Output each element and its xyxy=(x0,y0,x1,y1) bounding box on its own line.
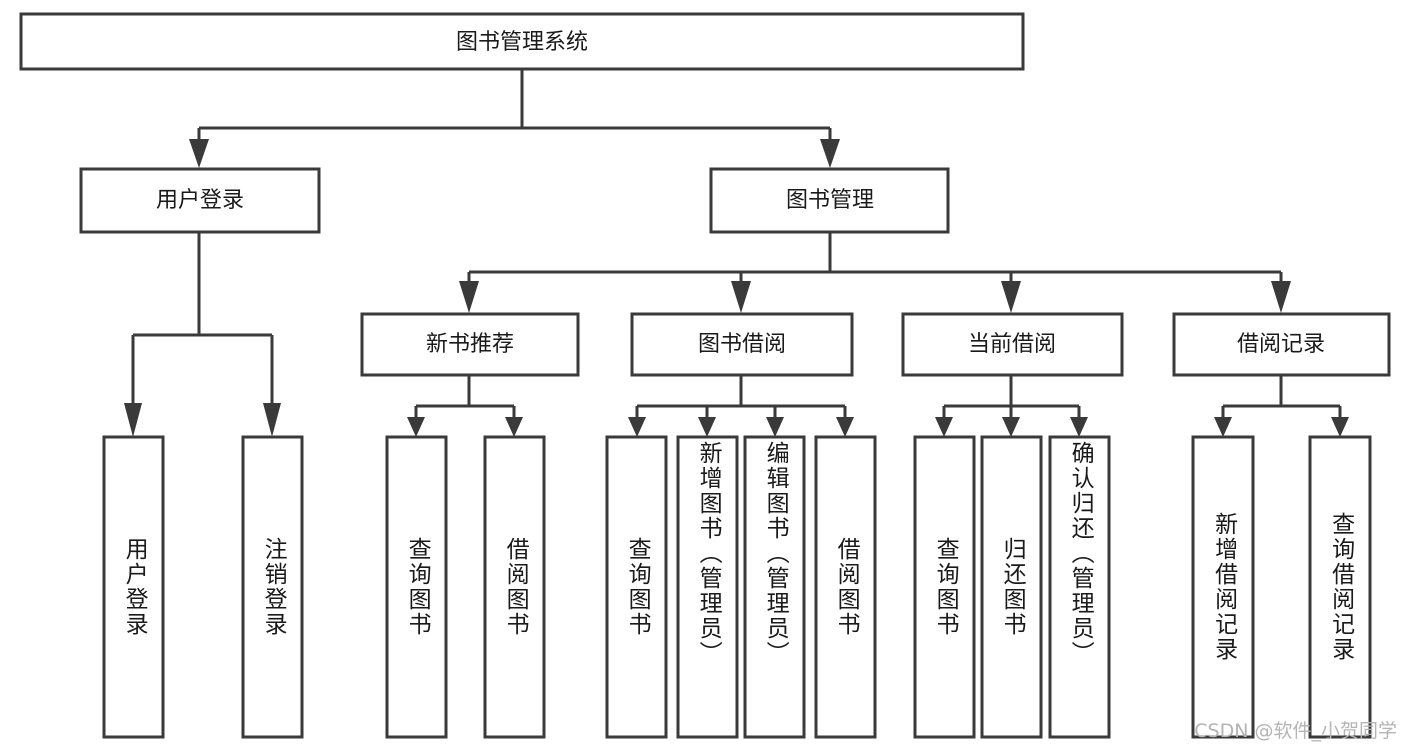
leaf-box-newbook-borrow[interactable] xyxy=(483,435,546,739)
leaf-box-newbook-query[interactable] xyxy=(385,435,448,739)
arrowhead-to-newbook xyxy=(459,281,479,313)
nodes-layer: 图书管理系统 用户登录 图书管理 新书推荐 图书借阅 xyxy=(19,12,1391,377)
arrowhead-to-book-mgmt xyxy=(820,139,840,168)
leaf-box-records-add[interactable] xyxy=(1191,435,1255,739)
arrowhead-userlogin-leaf2 xyxy=(263,403,281,437)
node-current-borrow-label: 当前借阅 xyxy=(968,332,1056,357)
connectors-layer xyxy=(131,69,1342,418)
node-book-borrow[interactable]: 图书借阅 xyxy=(630,312,854,377)
arrowhead-to-current xyxy=(1001,281,1021,313)
leaf-box-current-return[interactable] xyxy=(980,435,1043,739)
arrowhead-current-leaf2 xyxy=(1002,417,1020,437)
node-book-borrow-label: 图书借阅 xyxy=(698,332,786,357)
leaf-box-borrow-edit[interactable] xyxy=(743,435,806,739)
node-new-book-recommend-box[interactable] xyxy=(360,312,580,377)
node-current-borrow-box[interactable] xyxy=(901,312,1124,377)
leaf-box-borrow-lend[interactable] xyxy=(814,435,877,739)
leaf-box-user-login-login[interactable] xyxy=(102,435,165,739)
node-book-management-label: 图书管理 xyxy=(786,188,874,213)
node-user-login-box[interactable] xyxy=(79,167,321,234)
node-book-management-box[interactable] xyxy=(709,167,950,234)
arrowheads-layer xyxy=(124,139,1349,437)
leaf-box-current-confirm[interactable] xyxy=(1048,435,1111,739)
node-root-label: 图书管理系统 xyxy=(456,30,588,55)
arrowhead-borrow-leaf3 xyxy=(766,417,784,437)
arrowhead-borrow-leaf4 xyxy=(836,417,854,437)
node-user-login-label: 用户登录 xyxy=(156,188,244,213)
node-book-borrow-box[interactable] xyxy=(630,312,854,377)
leaves-layer xyxy=(102,435,1372,739)
node-root-box[interactable] xyxy=(19,12,1025,71)
arrowhead-current-leaf1 xyxy=(935,417,953,437)
node-new-book-recommend-label: 新书推荐 xyxy=(426,332,514,357)
csdn-watermark: CSDN @软件_小贺同学 xyxy=(1194,720,1397,742)
arrowhead-newbook-leaf1 xyxy=(407,417,425,437)
arrowhead-to-borrow xyxy=(731,281,751,313)
arrowhead-newbook-leaf2 xyxy=(505,417,523,437)
node-borrow-records[interactable]: 借阅记录 xyxy=(1172,312,1391,377)
arrowhead-to-user-login xyxy=(189,139,209,168)
node-borrow-records-box[interactable] xyxy=(1172,312,1391,377)
arrowhead-current-leaf3 xyxy=(1070,417,1088,437)
arrowhead-borrow-leaf2 xyxy=(698,417,716,437)
node-root[interactable]: 图书管理系统 xyxy=(19,12,1025,71)
arrowhead-to-records xyxy=(1271,281,1291,313)
leaf-box-borrow-add[interactable] xyxy=(676,435,739,739)
arrowhead-userlogin-leaf1 xyxy=(124,403,142,437)
leaf-box-borrow-query[interactable] xyxy=(605,435,668,739)
leaf-box-current-query[interactable] xyxy=(913,435,976,739)
node-borrow-records-label: 借阅记录 xyxy=(1237,332,1325,357)
arrowhead-borrow-leaf1 xyxy=(628,417,646,437)
node-user-login[interactable]: 用户登录 xyxy=(79,167,321,234)
node-book-management[interactable]: 图书管理 xyxy=(709,167,950,234)
node-current-borrow[interactable]: 当前借阅 xyxy=(901,312,1124,377)
leaf-box-records-query[interactable] xyxy=(1308,435,1372,739)
arrowhead-records-leaf1 xyxy=(1214,417,1232,437)
arrowhead-records-leaf2 xyxy=(1331,417,1349,437)
node-new-book-recommend[interactable]: 新书推荐 xyxy=(360,312,580,377)
leaf-box-user-login-logout[interactable] xyxy=(241,435,304,739)
